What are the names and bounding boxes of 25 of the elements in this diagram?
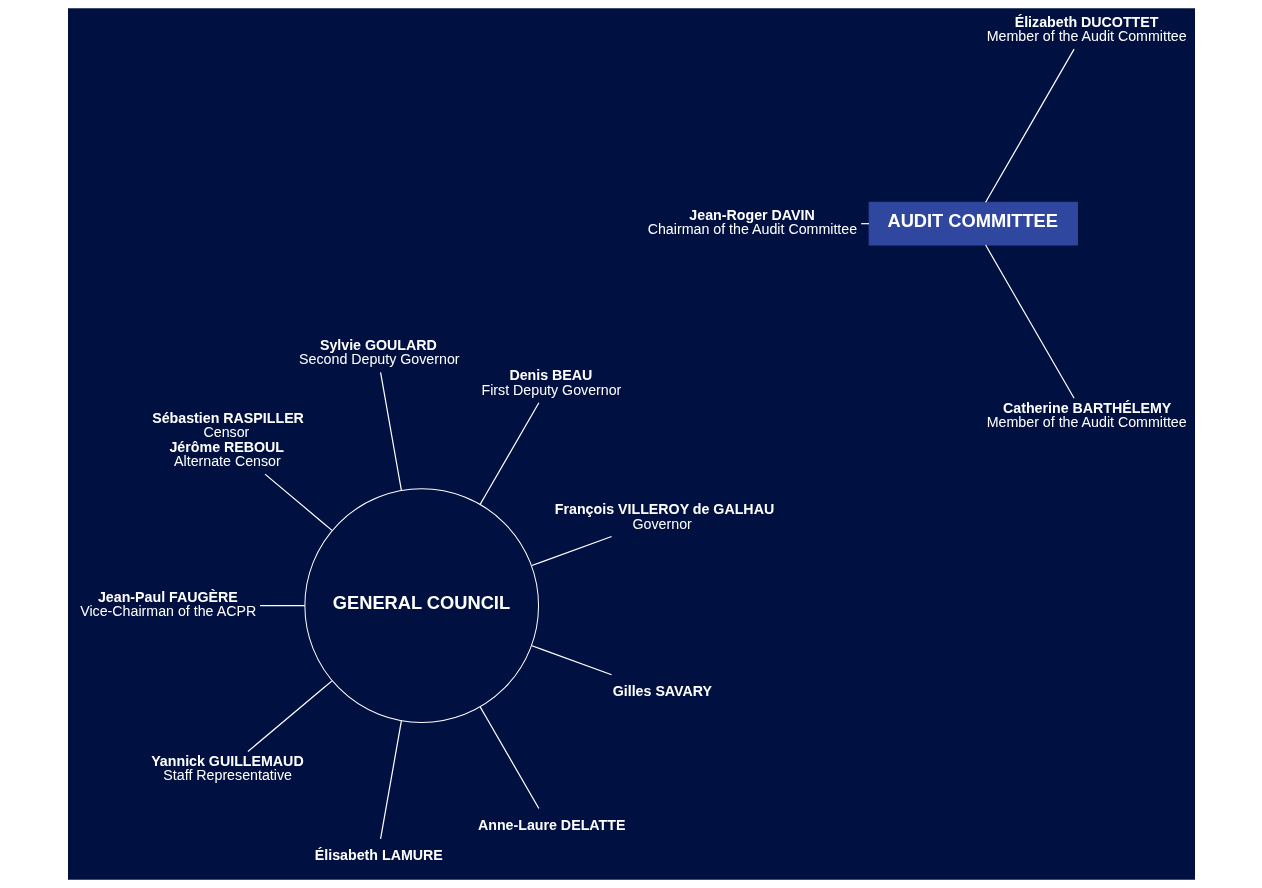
connector	[984, 244, 1075, 399]
node-text: Gilles SAVARY	[612, 682, 712, 699]
connector	[530, 535, 612, 567]
connector	[530, 645, 612, 676]
node-circle: GENERAL COUNCIL	[303, 488, 539, 723]
connector	[263, 473, 333, 531]
connector	[984, 48, 1075, 203]
connector	[479, 706, 539, 810]
node-text: Jean-Roger DAVIN Chairman of the Audit Committee	[647, 206, 857, 238]
connector	[246, 680, 332, 753]
node-box: AUDIT COMMITTEE	[868, 201, 1078, 246]
connector	[479, 402, 539, 506]
connector	[379, 720, 402, 840]
node-text: Anne-Laure DELATTE	[477, 816, 625, 833]
connector	[259, 605, 305, 607]
node-text: Jean-Paul FAUGÈRE Vice-Chairman of the ACPR	[79, 588, 256, 619]
node-text: Yannick GUILLEMAUD Staff Representative	[150, 753, 304, 784]
node-text: Sébastien RASPILLER Censor Jérôme REBOUL Alternate Censor	[151, 410, 304, 469]
node-text: François VILLEROY de GALHAU Governor	[554, 501, 774, 532]
node-text: Catherine BARTHÉLEMY Member of the Audit Committee	[986, 399, 1187, 431]
connector	[379, 371, 402, 492]
node-text: Élisabeth LAMURE	[314, 847, 443, 864]
node-text: Élizabeth DUCOTTET Member of the Audit Committee	[986, 13, 1187, 44]
node-text: Sylvie GOULARD Second Deputy Governor	[298, 336, 460, 368]
node-text: Denis BEAU First Deputy Governor	[480, 367, 621, 398]
